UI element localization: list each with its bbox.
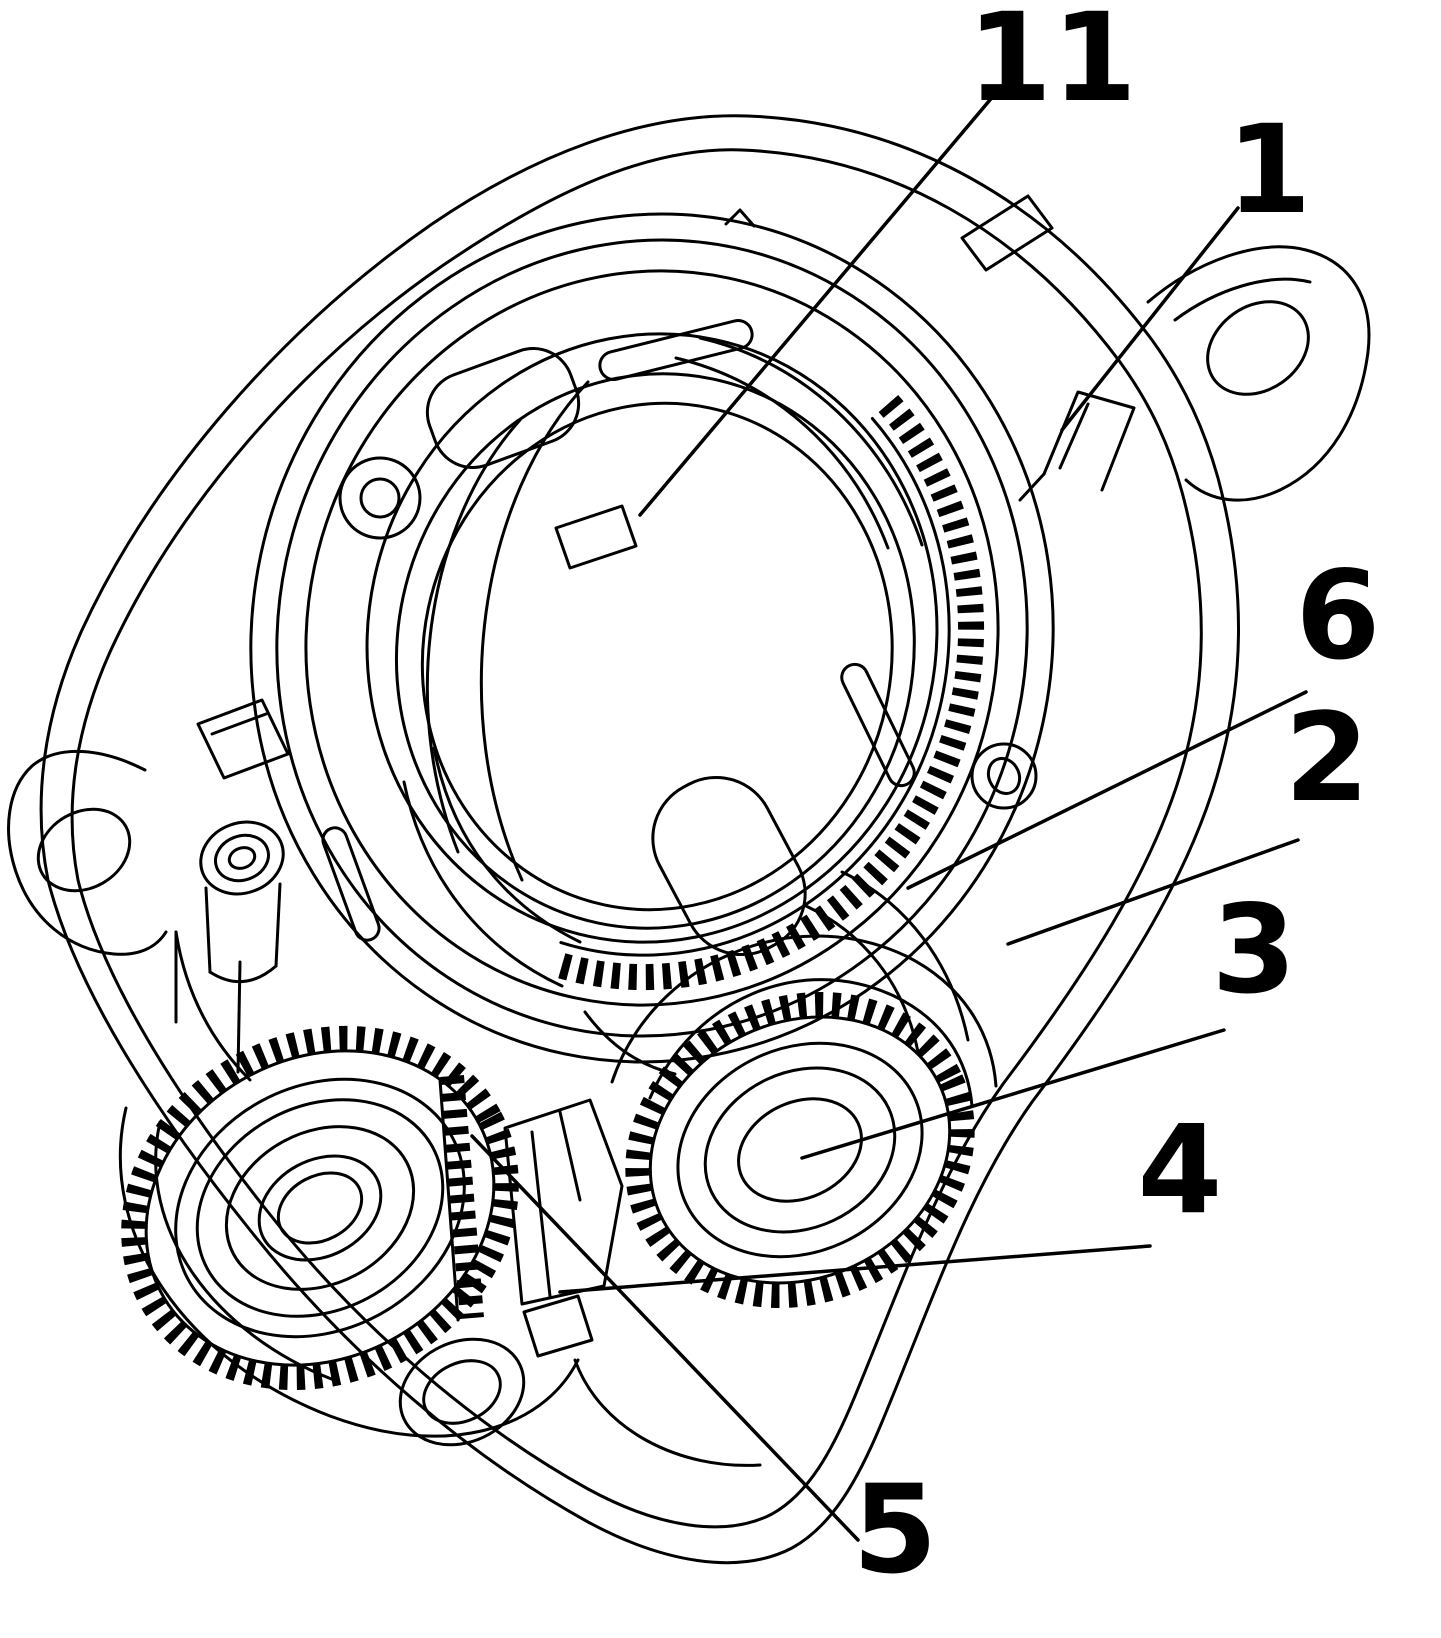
left-gear-body — [121, 1025, 519, 1391]
bottom-boss-hole — [422, 1359, 502, 1425]
slider-block — [503, 1098, 624, 1306]
opening-wall-arc-bottom-inner — [432, 746, 582, 944]
ref-label-4: 4 — [1138, 1099, 1223, 1241]
latch-hook — [1018, 472, 1046, 502]
pivot-lug — [338, 456, 422, 540]
mounting-ear-top-right-edge — [1173, 277, 1312, 322]
screw-boss-outer — [199, 820, 285, 896]
screw-boss-mid — [214, 833, 270, 883]
latch-bracket — [1042, 390, 1136, 492]
ring-gear-teeth — [550, 394, 985, 991]
rack-teeth — [440, 1075, 484, 1319]
top-tab — [425, 347, 581, 469]
arc-slot-top — [598, 319, 754, 381]
ring-gear-rim — [304, 269, 1000, 1007]
right-gear — [610, 934, 998, 1308]
screw-boss-hole — [227, 846, 257, 870]
sector-band-inner — [804, 904, 920, 1054]
top-right-tab — [960, 194, 1054, 272]
left-gear — [118, 1025, 580, 1438]
left-gear-rim — [144, 1049, 496, 1367]
slider-block-edge-2 — [558, 1110, 582, 1202]
mounting-ear-left — [7, 749, 168, 956]
left-gear-recess-outer — [118, 1106, 580, 1438]
latch-bracket-inner — [1058, 402, 1090, 470]
sector-band-outer — [840, 870, 970, 1042]
ref-label-5: 5 — [853, 1459, 938, 1601]
leader-line-5 — [470, 1134, 860, 1542]
opening-wall-arc-left-inner — [479, 380, 590, 882]
right-gear-hub — [737, 1097, 863, 1203]
screw-boss-column-base — [208, 964, 278, 984]
pivot-lug-hole — [359, 477, 401, 519]
right-gear-body — [625, 992, 975, 1308]
right-gear-teeth — [625, 992, 975, 1308]
right-gear-face-1 — [676, 1041, 924, 1259]
bottom-tab — [522, 1294, 594, 1358]
pocket-edge-left — [174, 930, 252, 1082]
ring-gear-root-line — [559, 417, 951, 957]
side-lug-hole — [986, 756, 1022, 796]
opening-wall-arc-left-outer — [425, 418, 522, 854]
housing-inner-contour — [70, 148, 1203, 1529]
leader-lines — [470, 86, 1308, 1542]
bottom-shelf-line — [573, 1358, 762, 1467]
key-slot — [554, 504, 638, 570]
left-gear-face-1 — [174, 1077, 466, 1339]
central-opening-rim — [394, 372, 916, 930]
ref-label-6: 6 — [1296, 545, 1381, 687]
ref-label-11: 11 — [967, 0, 1137, 129]
leader-line-4 — [558, 1244, 1152, 1294]
side-lug — [970, 742, 1038, 810]
leader-line-3 — [800, 1028, 1226, 1160]
housing — [7, 114, 1371, 1565]
right-gear-rim — [648, 1015, 952, 1285]
ref-label-2: 2 — [1285, 687, 1370, 829]
arc-slot-left — [321, 826, 381, 942]
rack-root-line — [438, 1078, 460, 1322]
left-gear-face-2 — [195, 1098, 445, 1318]
mounting-ear-hole-left — [36, 807, 132, 893]
slider-block-edge-1 — [530, 1130, 552, 1298]
ref-label-1: 1 — [1227, 99, 1312, 241]
roller-pill — [651, 775, 807, 957]
right-gear-carrier-inner — [648, 978, 974, 1108]
leader-line-11 — [638, 86, 1002, 517]
ref-label-3: 3 — [1212, 879, 1297, 1021]
ring-top-notch — [724, 208, 756, 228]
left-gear-face-3 — [224, 1125, 416, 1291]
ring-outer-step — [275, 238, 1029, 1038]
left-gear-teeth — [121, 1025, 519, 1391]
left-gear-hub — [257, 1154, 383, 1262]
ring-inner-step — [365, 332, 939, 944]
arc-slot-right — [840, 662, 916, 788]
opening-wall-arc-topright-inner — [674, 356, 890, 550]
mounting-ear-top-right — [1146, 245, 1371, 502]
leader-line-2 — [1006, 838, 1300, 946]
opening-wall-arc-topright-outer — [698, 336, 924, 547]
housing-outline — [39, 114, 1241, 1565]
reference-labels: 11 1 6 2 3 4 5 — [853, 0, 1381, 1601]
bottom-mechanism — [398, 1075, 762, 1467]
pointed-tab-edge — [210, 712, 268, 736]
ring-outer-edge — [249, 212, 1055, 1064]
right-gear-face-2 — [703, 1066, 897, 1234]
right-gear-carrier-outer — [610, 934, 998, 1088]
opening-wall-arc-bottom-outer — [402, 780, 564, 988]
leader-line-6 — [906, 690, 1308, 890]
screw-boss-column-right — [274, 882, 282, 968]
mounting-ear-hole-top-right — [1206, 300, 1310, 396]
pointed-tab — [196, 698, 290, 780]
ring-assembly — [249, 212, 1055, 1064]
leader-line-1 — [1060, 206, 1240, 432]
left-gear-bore — [276, 1171, 364, 1245]
central-opening-inner — [420, 401, 894, 912]
screw-boss-column-left — [204, 886, 212, 974]
bottom-boss-outer — [398, 1337, 526, 1447]
ring-details — [174, 208, 1136, 1082]
